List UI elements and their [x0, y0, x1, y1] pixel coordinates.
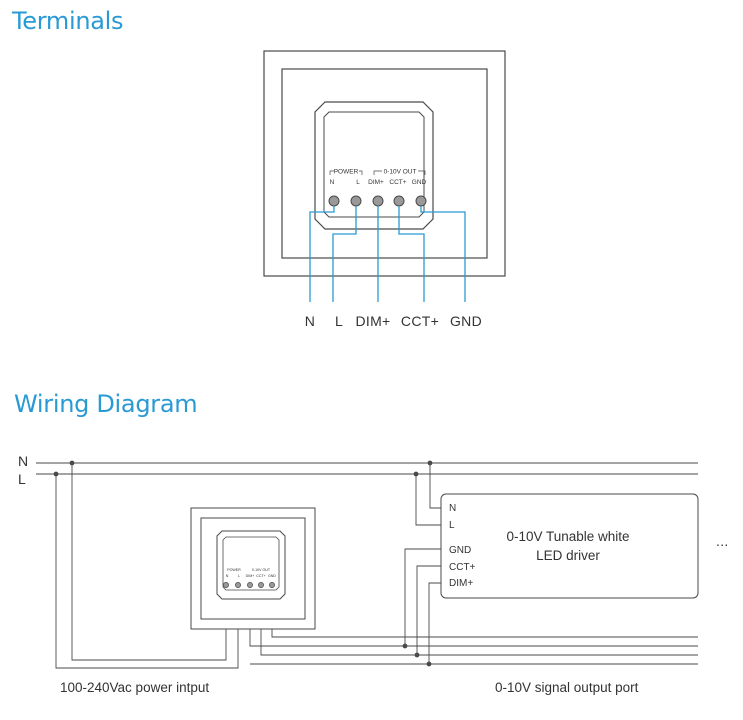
module-housing [314, 101, 434, 230]
small-pin-n: N [226, 574, 229, 578]
driver-terminal-cct: CCT+ [449, 562, 476, 573]
terminal-cct [393, 195, 405, 207]
junction-dots [53, 460, 433, 667]
wire-label-cct: CCT+ [401, 313, 439, 329]
small-module-face [222, 536, 280, 591]
small-terminal-dim [247, 582, 253, 588]
terminal-wires [309, 206, 466, 302]
wire-label-dim: DIM+ [355, 313, 390, 329]
small-terminal-l [235, 582, 241, 588]
pin-label-n: N [330, 179, 335, 186]
driver-terminal-l: L [449, 520, 455, 531]
driver-feed-n [429, 463, 443, 509]
small-output-header: 0-10V OUT [252, 568, 271, 572]
power-header: POWER [334, 169, 359, 176]
junction-cct [414, 652, 420, 658]
terminals-heading: Terminals [12, 7, 124, 35]
wire-label-n: N [305, 313, 315, 329]
wire-label-gnd: GND [450, 313, 482, 329]
driver-terminal-gnd: GND [449, 545, 471, 556]
terminal-dim [372, 195, 384, 207]
driver-label-line2: LED driver [536, 548, 600, 563]
small-terminal-n [223, 582, 229, 588]
driver-label-line1: 0-10V Tunable white [506, 529, 629, 544]
terminals-device: POWER 0-10V OUT N L DIM+ CCT+ GND [263, 50, 506, 277]
driver-terminal-dim: DIM+ [449, 578, 473, 589]
wiring-diagram-heading: Wiring Diagram [14, 390, 198, 418]
continuation-ellipsis: ... [716, 533, 729, 549]
output-bracket [373, 170, 426, 175]
junction-n-left [69, 460, 75, 466]
driver-cct [416, 565, 443, 655]
caption-power-input: 100-240Vac power intput [60, 680, 209, 695]
terminal-l [350, 195, 362, 207]
module-face [323, 111, 425, 218]
small-module-housing [216, 530, 286, 600]
terminal-gnd [415, 195, 427, 207]
driver-feed-l [415, 474, 443, 526]
device-outer-frame [263, 50, 506, 277]
bus-label-n: N [18, 453, 28, 469]
caption-signal-output: 0-10V signal output port [495, 680, 639, 695]
wire-gnd [420, 206, 466, 302]
pin-label-l: L [356, 179, 360, 186]
pin-label-dim: DIM+ [368, 179, 384, 186]
junction-gnd [402, 643, 408, 649]
small-pin-l: L [238, 574, 240, 578]
wire-cct [398, 206, 425, 302]
wire-n [309, 206, 335, 302]
junction-l-right [413, 471, 419, 477]
wire-label-l: L [335, 313, 343, 329]
driver-box [440, 493, 699, 599]
small-device-inner [200, 517, 306, 620]
wire-l [332, 206, 357, 302]
small-pin-cct: CCT+ [256, 574, 266, 578]
bus-overlay [441, 462, 698, 475]
small-terminal-cct [258, 582, 264, 588]
small-power-header: POWER [227, 568, 241, 572]
driver-gnd [404, 548, 443, 646]
small-pin-gnd: GND [268, 574, 276, 578]
output-header: 0-10V OUT [384, 169, 417, 176]
device-inner-frame [281, 68, 488, 259]
pin-label-gnd: GND [412, 179, 427, 186]
driver-terminal-n: N [449, 503, 456, 514]
junction-l-left [53, 471, 59, 477]
power-bracket [329, 170, 363, 175]
small-terminal-gnd [269, 582, 275, 588]
small-pin-dim: DIM+ [246, 574, 255, 578]
junction-dim [426, 661, 432, 667]
pin-label-cct: CCT+ [389, 179, 406, 186]
wiring-device: POWER 0-10V OUT N L DIM+ CCT+ GND [190, 507, 316, 630]
terminal-n [328, 195, 340, 207]
led-driver: 0-10V Tunable white LED driver N L GND C… [440, 493, 699, 599]
junction-n-right [427, 460, 433, 466]
driver-dim [428, 582, 443, 664]
bus-label-l: L [18, 471, 26, 487]
